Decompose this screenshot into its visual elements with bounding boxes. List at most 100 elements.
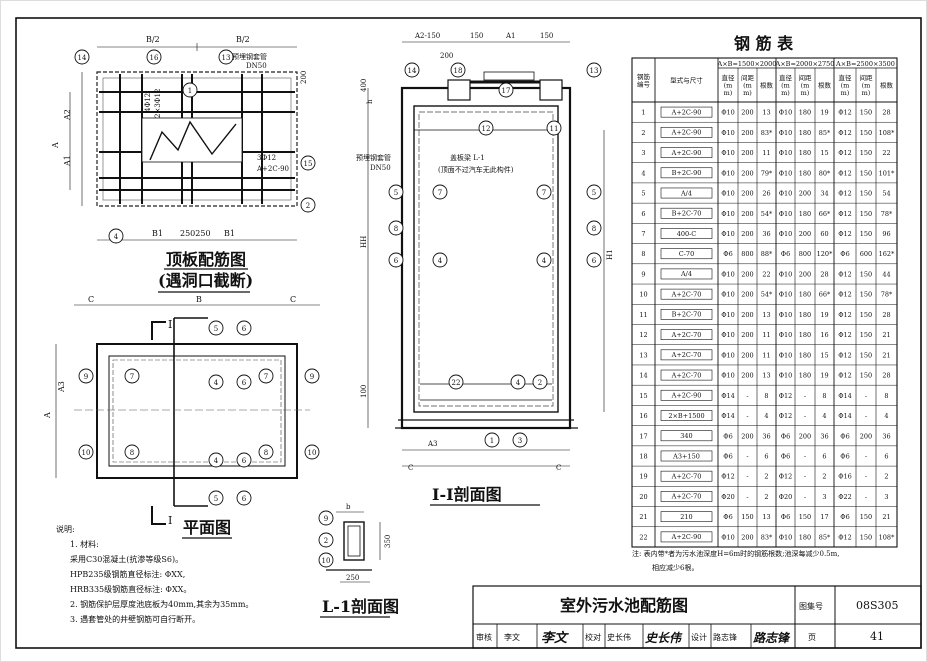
table-col-header: m) [743,89,752,97]
table-cell: 9 [641,270,645,278]
table-cell: 26 [762,190,770,198]
plan-view: I I C B C A3 A 平面图 [43,295,320,539]
callout-label: 15 [304,160,313,168]
callout-label: 13 [222,54,231,62]
table-cell: 200 [741,109,753,117]
callout-18: 18 [450,62,466,78]
section-mark-bottom: I [168,514,172,527]
drawing-title: 室外污水池配筋图 [560,596,688,615]
table-cell: A3+150 [672,452,700,460]
table-cell: 200 [860,432,872,440]
bar-shape [660,349,713,361]
table-cell: 180 [799,149,811,157]
callout-label: 10 [82,449,91,457]
callout-label: 2 [306,202,310,210]
table-cell: 200 [741,432,753,440]
table-cell: 1 [641,109,645,117]
callout-4: 4 [510,374,526,390]
table-cell: - [865,412,867,420]
sec-dim-400: 400 [360,79,368,92]
dim-b-half-left: B/2 [146,35,160,44]
table-cell: Φ10 [721,351,735,359]
table-cell: 17 [820,513,828,521]
bar-shape [660,369,713,381]
plan-dim-a3: A3 [57,381,66,393]
table-cell: Φ10 [721,311,735,319]
table-cell: 36 [820,432,828,440]
callout-label: 1 [188,87,192,95]
drawing-frame [15,17,922,649]
table-cell: 150 [860,372,872,380]
table-col-header: (m [862,82,871,90]
table-col-header: m) [841,89,850,97]
table-cell: - [865,493,867,501]
callout-label: 6 [242,325,247,333]
table-cell: 150 [860,351,872,359]
table-cell: 54 [882,190,890,198]
sec-dim-150b: 150 [540,32,553,40]
table-cell: 19 [639,473,647,481]
callout-1: 1 [484,432,500,448]
dim-a2: A2 [63,109,72,121]
callout-7: 7 [258,368,274,384]
callout-label: 4 [516,379,521,387]
table-cell: 200 [799,270,811,278]
table-group-header: A×B=2000×2750 [775,60,835,68]
label-pipe: 预埋钢套管 [232,52,267,61]
callout-12: 12 [478,120,494,136]
table-cell: - [746,412,748,420]
table-group-header: A×B=2500×3500 [835,60,895,68]
table-cell: Φ6 [723,513,732,521]
callout-11: 11 [546,120,562,136]
callout-13: 13 [586,62,602,78]
callout-6: 6 [236,452,252,468]
table-cell: 16 [639,412,647,420]
table-cell: 13 [762,372,770,380]
table-cell: 200 [741,291,753,299]
table-cell: A+2C-90 [671,533,702,541]
bar-shape [660,450,713,462]
table-cell: - [746,493,748,501]
bar-shape [660,207,713,219]
table-cell: Φ10 [721,291,735,299]
callout-label: 8 [130,449,134,457]
atlas-no: 08S305 [856,599,899,612]
table-cell: Φ12 [838,533,852,541]
callout-label: 5 [592,189,596,197]
table-cell: A/4 [680,189,692,197]
table-cell: A+2C-70 [671,493,702,501]
table-cell: 19 [820,109,828,117]
table-cell: 28 [882,311,890,319]
table-cell: 8 [641,250,645,258]
table-cell: 60 [820,230,828,238]
table-cell: Φ6 [781,250,790,258]
bar-shape [660,106,713,118]
callout-13: 13 [218,49,234,65]
table-cell: Φ10 [779,351,793,359]
dim-b-half-right: B/2 [236,35,250,44]
callout-3: 3 [512,432,528,448]
table-cell: 2×B+1500 [668,412,704,420]
dim-a1: A1 [63,155,72,167]
top-slab-title: 顶板配筋图 [166,250,246,269]
table-cell: 14 [639,372,647,380]
table-cell: 54* [761,291,773,299]
table-cell: Φ10 [721,169,735,177]
callout-label: 14 [78,54,87,62]
table-cell: 78* [881,291,893,299]
table-cell: A+2C-90 [671,129,702,137]
callout-label: 8 [264,449,268,457]
section-l1: b 350 250 L-1剖面图 [320,503,399,618]
table-cell: Φ12 [838,311,852,319]
callout-4: 4 [208,374,224,390]
table-cell: Φ10 [779,109,793,117]
rebar-right: 3Φ12 [257,154,276,162]
callout-label: 4 [114,233,119,241]
table-cell: 180 [799,372,811,380]
table-cell: A+2C-70 [671,331,702,339]
table-cell: - [746,452,748,460]
plan-title: 平面图 [183,518,231,537]
callout-4: 4 [108,228,124,244]
page-label: 页 [808,633,816,642]
